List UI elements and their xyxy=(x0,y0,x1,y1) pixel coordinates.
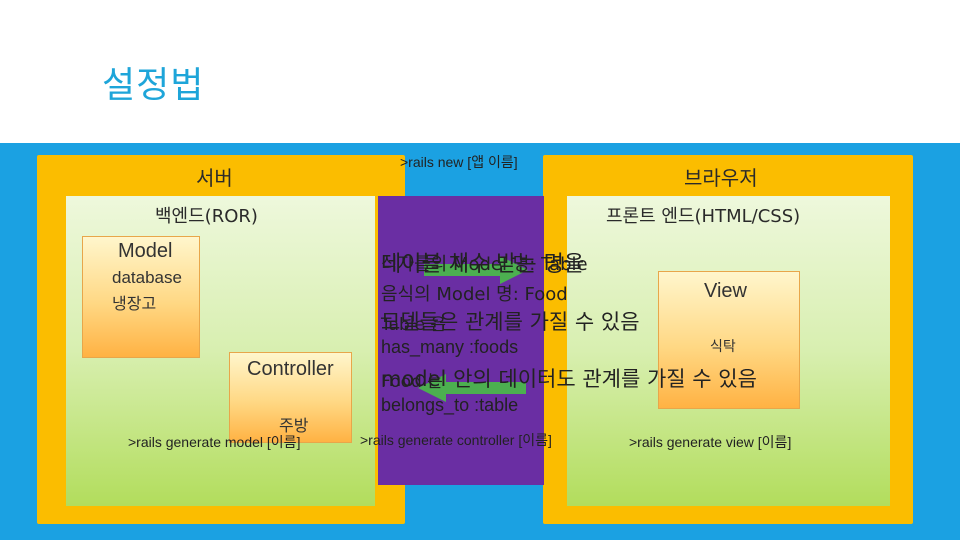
view-box xyxy=(658,271,800,409)
arrow-left-icon xyxy=(418,374,526,402)
overlay-text-5: 모델들은 관계를 가질 수 있음 xyxy=(381,310,640,334)
overlay-text-7: Food 는 xyxy=(381,372,443,392)
cmd-generate-model: >rails generate model [이름] xyxy=(128,434,301,450)
backend-label: 백엔드(ROR) xyxy=(155,206,258,227)
overlay-text-2: 식자를의 Model 명: Table xyxy=(381,254,588,275)
overlay-text-3: 음식의 Model 명: Food xyxy=(381,284,568,305)
overlay-text-6: has_many :foods xyxy=(381,337,519,357)
cmd-new-app: >rails new [앱 이름] xyxy=(400,154,518,170)
view-title: View xyxy=(704,280,747,302)
overlay-text-4: Table 은 xyxy=(381,315,447,335)
slide-title: 설정법 xyxy=(102,65,205,106)
view-table: 식탁 xyxy=(710,339,736,355)
rails-connector xyxy=(378,196,544,485)
overlay-text-9: belongs_to :table xyxy=(381,395,519,415)
arrow-right-icon xyxy=(424,256,528,284)
cmd-generate-controller: >rails generate controller [이름] xyxy=(360,432,552,448)
model-title: Model xyxy=(118,240,173,262)
controller-box xyxy=(229,352,352,443)
browser-label: 브라우저 xyxy=(684,166,758,190)
model-fridge: 냉장고 xyxy=(112,294,157,313)
overlay-text-1: 데이블 채수 받는 명을 xyxy=(381,252,585,277)
controller-kitchen: 주방 xyxy=(279,416,309,435)
controller-title: Controller xyxy=(247,358,334,380)
server-label: 서버 xyxy=(196,166,233,190)
cmd-generate-view: >rails generate view [이름] xyxy=(629,434,792,450)
overlay-text-8: model 안의 데이터도 관계를 가질 수 있음 xyxy=(381,367,757,391)
model-database: database xyxy=(112,268,182,287)
frontend-label: 프론트 엔드(HTML/CSS) xyxy=(606,206,801,227)
model-box xyxy=(82,236,200,358)
